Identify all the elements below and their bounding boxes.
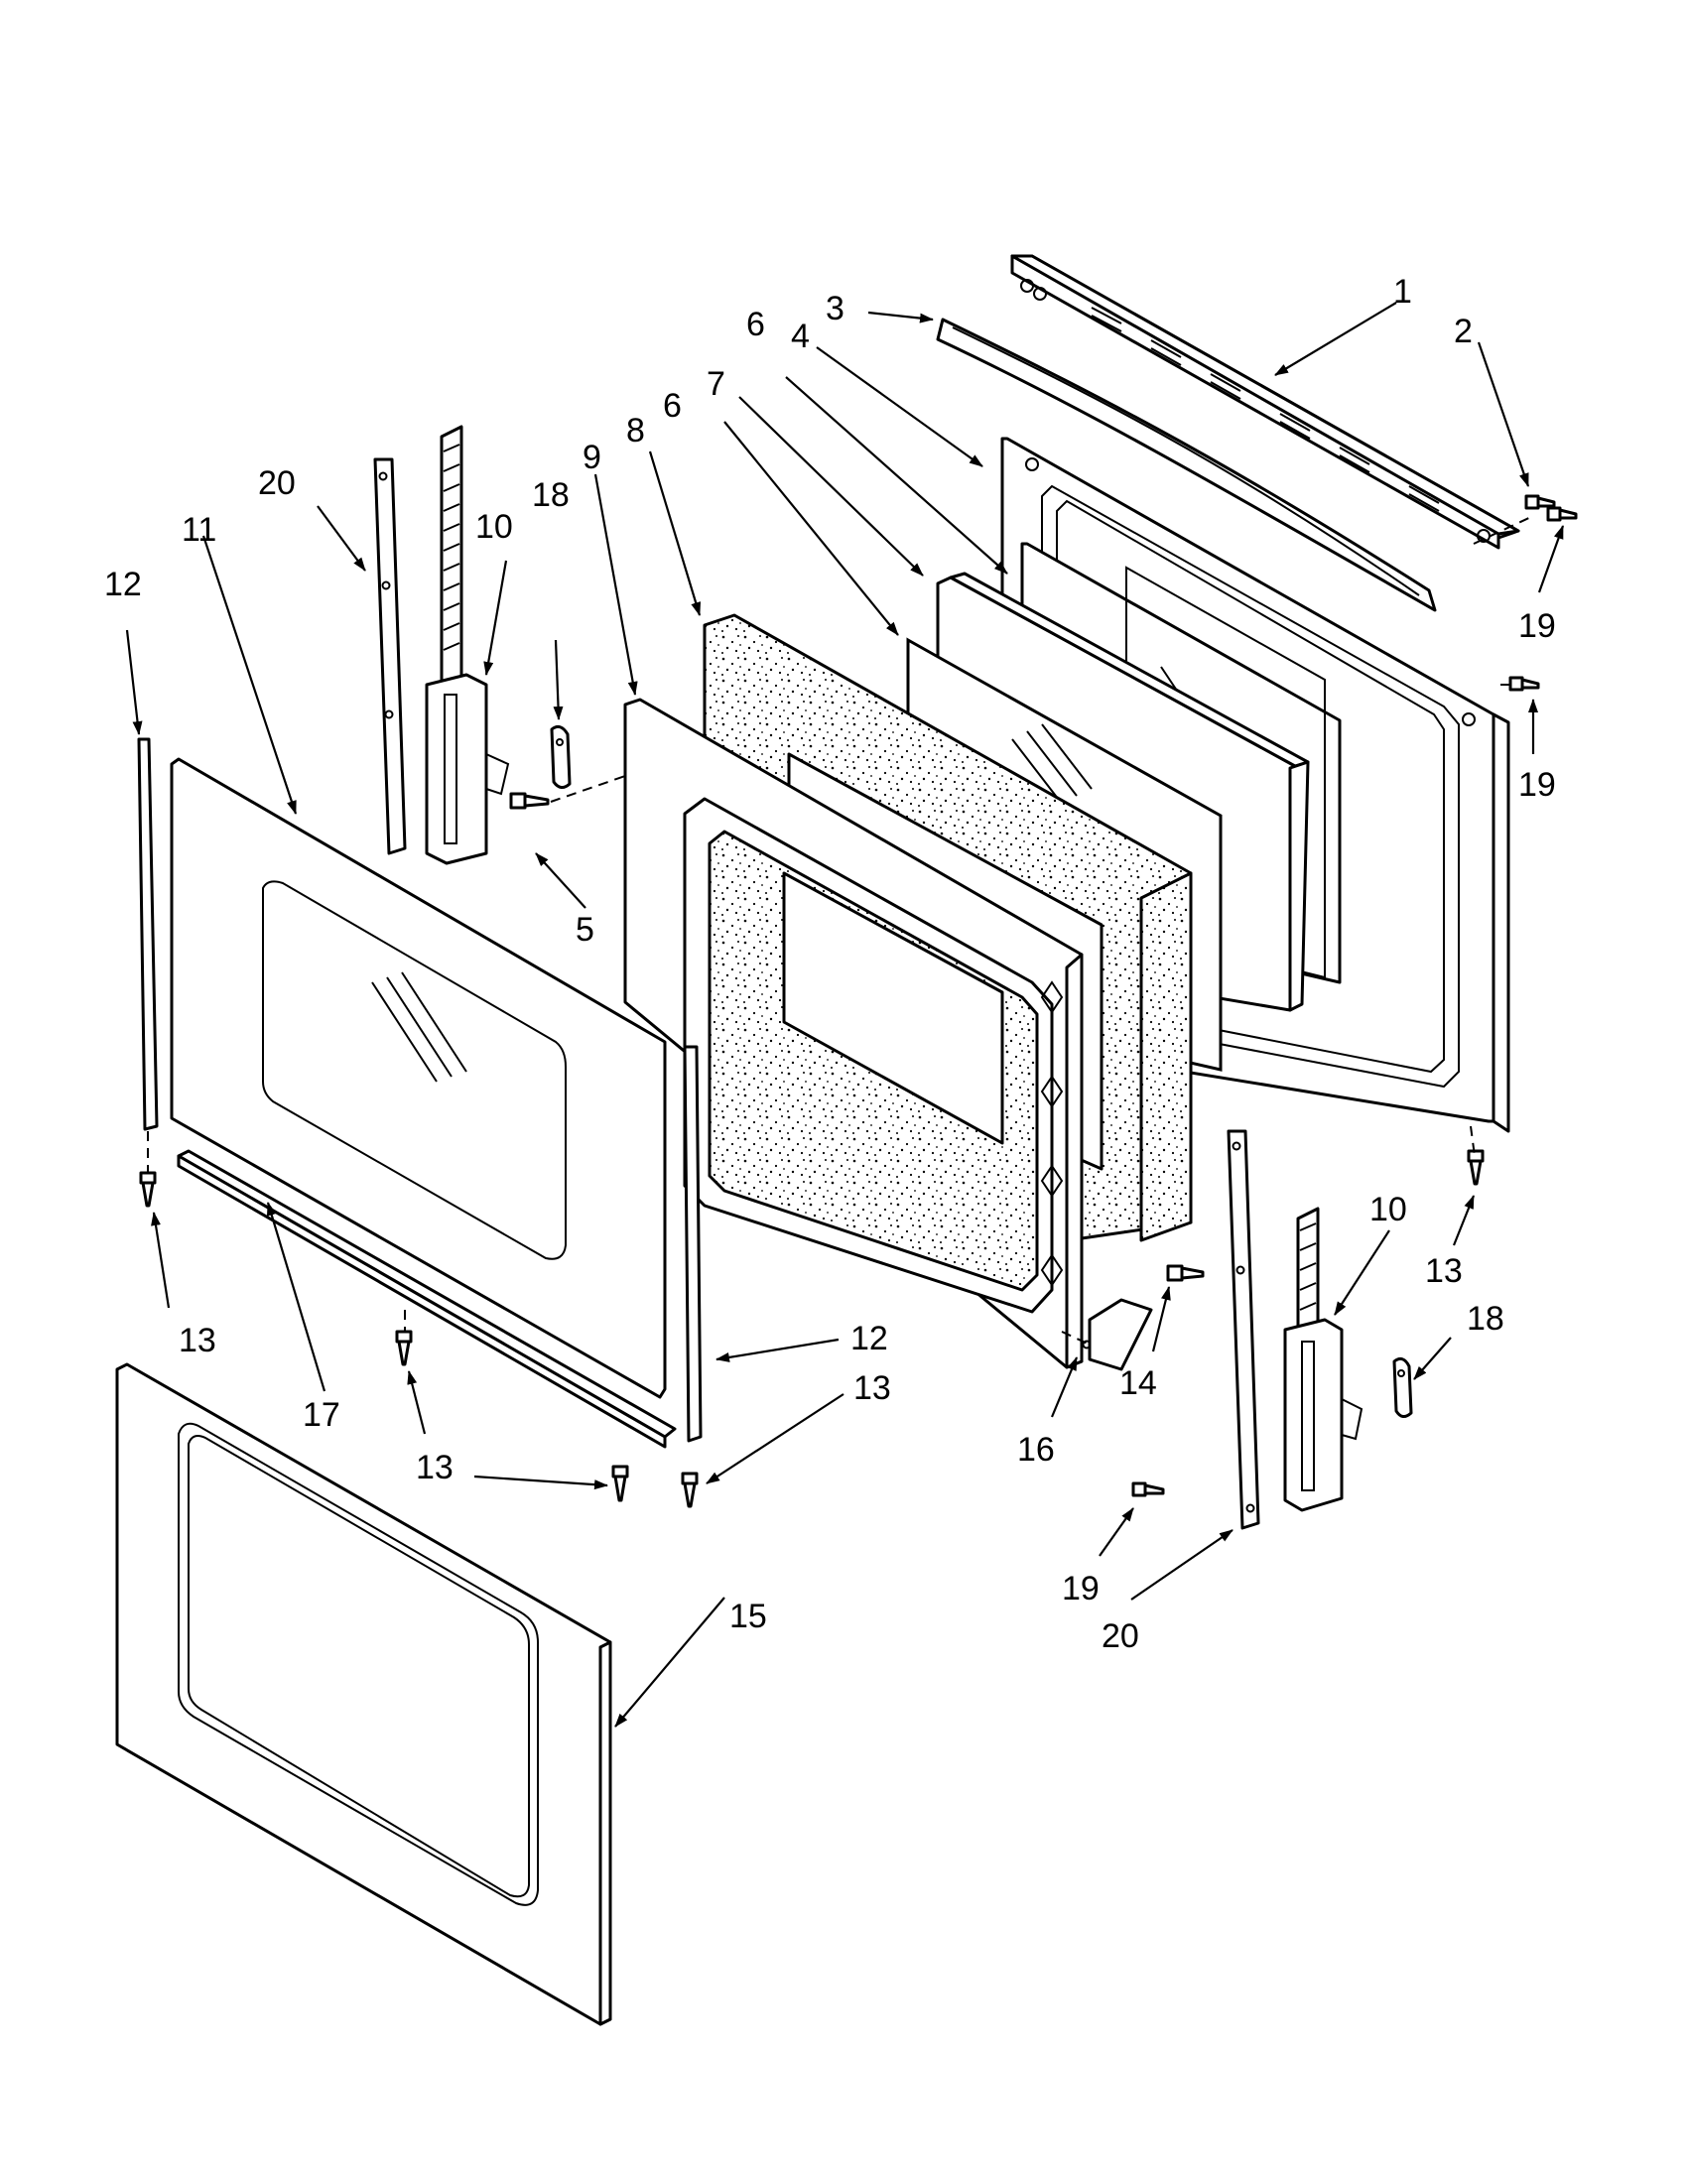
- callout-12a: 12: [104, 566, 142, 603]
- part-1-vent-trim: [1010, 254, 1520, 550]
- part-3-door-handle: [936, 318, 1437, 612]
- part-12-side-trim-right: [683, 1045, 703, 1443]
- callout-10a: 10: [475, 508, 513, 546]
- callout-12b: 12: [850, 1320, 888, 1357]
- vent-slots: [1091, 307, 1440, 512]
- screw-13-d: [681, 1472, 699, 1508]
- screw-19-c: [1131, 1481, 1165, 1497]
- callout-7: 7: [707, 365, 725, 403]
- callout-17: 17: [303, 1396, 340, 1434]
- callout-19c: 19: [1062, 1570, 1100, 1607]
- callout-9: 9: [583, 439, 601, 476]
- callout-4: 4: [791, 318, 810, 355]
- callout-13a: 13: [179, 1322, 216, 1359]
- callout-13d: 13: [1425, 1252, 1463, 1290]
- callout-11: 11: [182, 511, 216, 549]
- callouts: 1 2 3 4 5 6 6 7 8 9 10 10 11 12 12 13 13…: [104, 273, 1556, 1655]
- screw-2: [1524, 494, 1556, 510]
- part-18-clip-left: [550, 724, 572, 789]
- part-10-hinge-left: [425, 425, 510, 865]
- callout-5: 5: [576, 911, 594, 949]
- callout-2: 2: [1454, 313, 1473, 350]
- part-20-hinge-rail-left: [373, 457, 407, 855]
- leader-lines: [125, 302, 1565, 1728]
- screw-13-b: [395, 1330, 413, 1366]
- part-17-bottom-trim: [177, 1149, 677, 1449]
- callout-13b: 13: [416, 1449, 454, 1486]
- callout-13c: 13: [853, 1369, 891, 1407]
- screw-19-a: [1546, 506, 1578, 522]
- part-16-bracket: [1082, 1298, 1153, 1371]
- screw-14: [1166, 1264, 1205, 1282]
- callout-16: 16: [1017, 1431, 1055, 1469]
- part-20-hinge-rail-right: [1227, 1129, 1260, 1530]
- callout-10b: 10: [1369, 1191, 1407, 1228]
- screw-19-b: [1508, 676, 1540, 692]
- callout-14: 14: [1119, 1364, 1157, 1402]
- callout-3: 3: [826, 290, 844, 327]
- screw-13-a: [139, 1171, 157, 1208]
- part-9-inner-panel: [623, 698, 1084, 1369]
- callout-19a: 19: [1518, 607, 1556, 645]
- callout-6a: 6: [746, 306, 765, 343]
- part-12-side-trim-left: [137, 737, 159, 1131]
- part-10-hinge-right: [1283, 1207, 1363, 1512]
- callout-18b: 18: [1467, 1300, 1504, 1338]
- part-15-door-front: [115, 1362, 612, 2026]
- callout-6b: 6: [663, 387, 682, 425]
- screw-5: [509, 792, 550, 810]
- callout-1: 1: [1393, 273, 1412, 311]
- callout-20b: 20: [1102, 1617, 1139, 1655]
- part-18-clip-right: [1392, 1356, 1413, 1418]
- screw-13-c: [611, 1465, 629, 1502]
- callout-18a: 18: [532, 476, 570, 514]
- callout-8: 8: [626, 412, 645, 450]
- callout-20a: 20: [258, 464, 296, 502]
- screw-13-e: [1467, 1149, 1485, 1186]
- callout-15: 15: [729, 1598, 767, 1635]
- assembly-lines: [147, 515, 1534, 1346]
- part-11-outer-panel: [170, 757, 667, 1399]
- callout-19b: 19: [1518, 766, 1556, 804]
